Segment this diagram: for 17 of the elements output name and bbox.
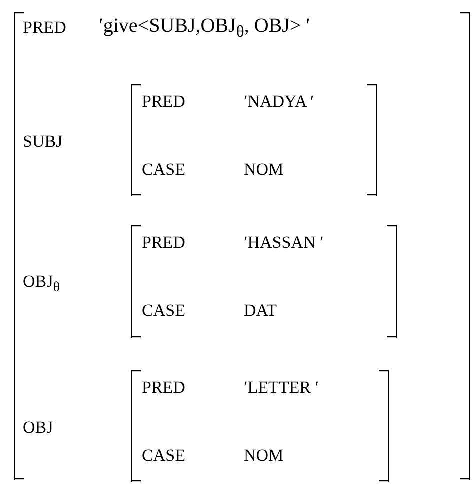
attribute-name: CASE — [142, 301, 186, 322]
attribute-name: CASE — [142, 446, 186, 466]
attribute-name: PRED — [142, 92, 186, 112]
attribute-value: NOM — [244, 446, 284, 466]
attribute-name: OBJ — [23, 418, 54, 438]
attribute-value: DAT — [244, 301, 278, 322]
attribute-name: PRED — [142, 233, 186, 254]
attribute-value: ′NADYA ′ — [244, 92, 314, 112]
attribute-name: OBJ$_{θ}$ — [23, 272, 60, 296]
attribute-value: NOM — [244, 160, 284, 180]
attribute-name: PRED — [142, 378, 186, 398]
attribute-name: SUBJ — [23, 132, 63, 152]
attribute-value: ′LETTER ′ — [244, 378, 319, 398]
attribute-value: ′give<SUBJ,OBJ$_{θ}$, OBJ> ′ — [99, 14, 311, 42]
attribute-name: PRED — [23, 18, 66, 38]
attribute-name: CASE — [142, 160, 186, 180]
attribute-value: ′HASSAN ′ — [244, 233, 324, 254]
